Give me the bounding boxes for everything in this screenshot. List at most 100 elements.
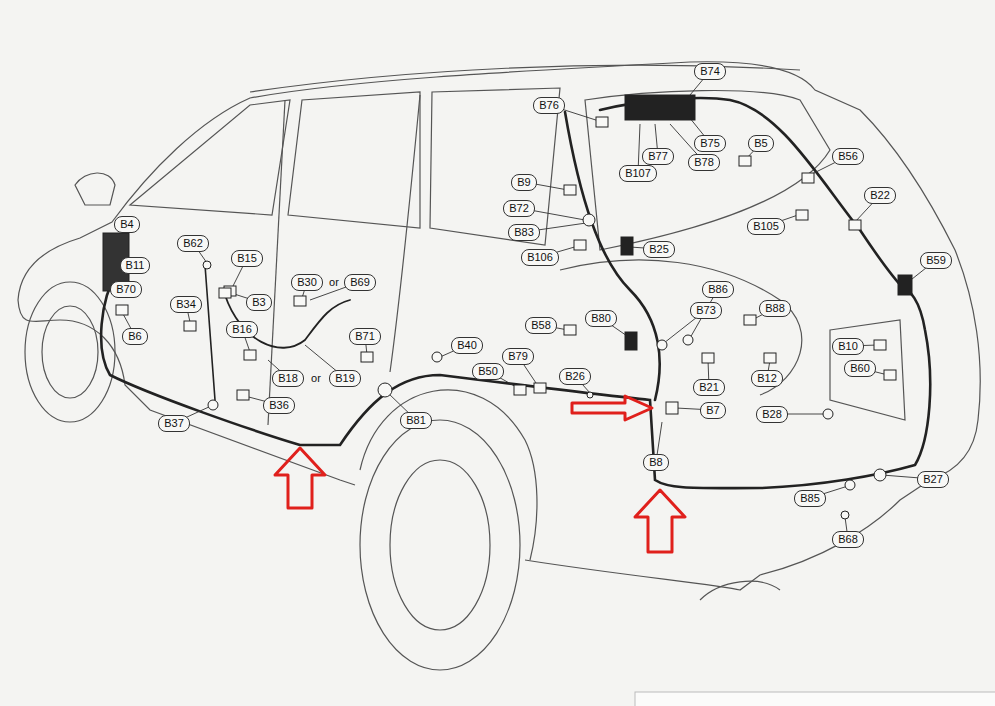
label-text: or [310,372,322,385]
callout-label: B58 [525,317,557,334]
callout-label: B3 [246,294,271,311]
callout-label: B73 [690,302,722,319]
callout-text: B18 [278,372,298,385]
callout-label: B36 [263,397,295,414]
callout-label: B16 [226,321,258,338]
leader-lines [112,71,936,539]
callout-text: B77 [648,150,668,163]
callout-text: B34 [176,298,196,311]
callout-text: B62 [183,237,203,250]
callout-text: B80 [591,312,611,325]
callout-label: B30 [291,274,323,291]
callout-label: B21 [693,379,725,396]
callout-text: B16 [232,323,252,336]
callout-label: B19 [329,370,361,387]
callout-text: B75 [700,137,720,150]
callout-text: B74 [700,65,720,78]
callout-label: B28 [756,406,788,423]
callout-label: B86 [702,281,734,298]
callout-label: B6 [122,328,147,345]
callout-text: B22 [870,189,890,202]
callout-label: B68 [832,531,864,548]
callout-label: B72 [503,200,535,217]
callout-label: B8 [643,454,668,471]
callout-text: B107 [625,167,651,180]
callout-text: B28 [762,408,782,421]
callout-text: B36 [269,399,289,412]
callout-text: B71 [355,330,375,343]
callout-label: B74 [694,63,726,80]
callout-text: B21 [699,381,719,394]
callout-label: B18 [272,370,304,387]
car-body [18,62,980,670]
callout-label: B79 [502,348,534,365]
callout-text: B8 [649,456,662,469]
callout-label: B80 [585,310,617,327]
callout-text: B10 [838,340,858,353]
callout-text: B88 [765,302,785,315]
callout-label: B77 [642,148,674,165]
callout-text: B70 [116,283,136,296]
callout-text: B40 [457,339,477,352]
callout-label: B37 [158,415,190,432]
label-text: or [328,276,340,289]
callout-text: B68 [838,533,858,546]
callout-label: B10 [832,338,864,355]
callout-text: B106 [527,251,553,264]
callout-text: B72 [509,202,529,215]
callout-text: B79 [508,350,528,363]
callout-text: B3 [252,296,265,309]
callout-label: B71 [349,328,381,345]
wire-harness [101,98,930,488]
callout-text: B73 [696,304,716,317]
callout-text: B58 [531,319,551,332]
callout-label: B60 [844,360,876,377]
callout-label: B76 [533,97,565,114]
callout-text: B30 [297,276,317,289]
callout-text: B5 [754,137,767,150]
callout-label: B34 [170,296,202,313]
callout-label: B5 [748,135,773,152]
callout-text: B60 [850,362,870,375]
callout-text: B69 [350,276,370,289]
callout-text: B26 [565,370,585,383]
callout-text: B4 [120,218,133,231]
connector-symbols [103,95,912,519]
callout-label: B70 [110,281,142,298]
callout-text: B78 [694,156,714,169]
callout-label: B69 [344,274,376,291]
callout-text: B7 [706,404,719,417]
callout-label: B75 [694,135,726,152]
callout-text: B12 [757,372,777,385]
callout-text: B37 [164,417,184,430]
callout-label: B78 [688,154,720,171]
callout-label: B105 [747,218,785,235]
page-tab [635,692,995,706]
callout-label: B9 [511,174,536,191]
callout-label: B25 [643,241,675,258]
callout-text: B25 [649,243,669,256]
callout-text: B85 [800,492,820,505]
callout-text: B9 [517,176,530,189]
callout-label: B88 [759,300,791,317]
callout-label: B106 [521,249,559,266]
callout-label: B26 [559,368,591,385]
red-arrows [275,396,685,552]
callout-label: B59 [920,252,952,269]
callout-label: B83 [508,224,540,241]
callout-text: B27 [923,473,943,486]
callout-text: B6 [128,330,141,343]
callout-text: B50 [478,365,498,378]
callout-text: B83 [514,226,534,239]
callout-text: B15 [237,252,257,265]
callout-label: B50 [472,363,504,380]
callout-text: B81 [406,414,426,427]
callout-label: B81 [400,412,432,429]
callout-label: B22 [864,187,896,204]
callout-label: B85 [794,490,826,507]
callout-text: B56 [838,150,858,163]
callout-label: B40 [451,337,483,354]
callout-label: B107 [619,165,657,182]
callout-label: B27 [917,471,949,488]
callout-label: B4 [114,216,139,233]
